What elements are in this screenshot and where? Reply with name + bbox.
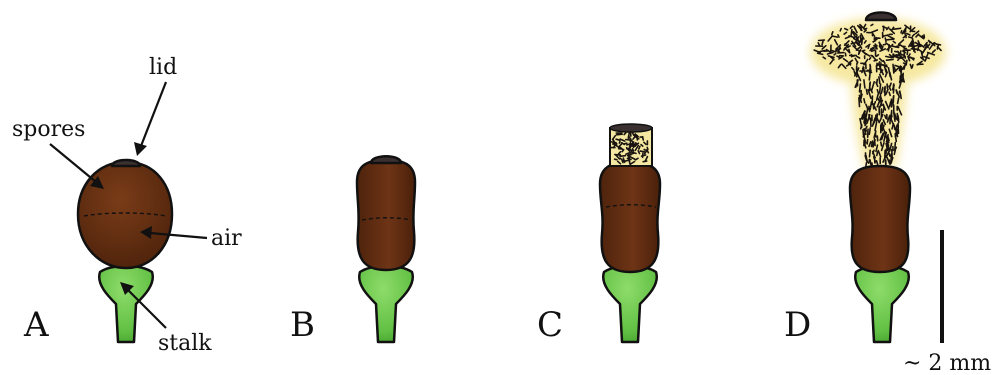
panel-letter-a: A bbox=[23, 305, 49, 345]
label-lid: lid bbox=[149, 55, 177, 80]
arrow-lid bbox=[141, 82, 166, 146]
lid-b bbox=[371, 156, 401, 163]
spore-plug-c bbox=[610, 124, 652, 166]
panel-d bbox=[810, 13, 946, 343]
lid-d bbox=[866, 13, 896, 21]
stalk-d bbox=[855, 266, 909, 342]
panel-a bbox=[78, 160, 172, 342]
label-spores: spores bbox=[12, 117, 85, 142]
panel-letter-c: C bbox=[537, 305, 563, 345]
panel-c bbox=[600, 124, 660, 342]
label-air: air bbox=[211, 226, 242, 251]
arrowhead-lid bbox=[134, 142, 147, 156]
panel-b bbox=[357, 156, 415, 342]
capsule-c bbox=[600, 162, 660, 272]
capsule-d bbox=[850, 166, 910, 272]
scale-bar-label: ~ 2 mm bbox=[903, 351, 991, 375]
arrow-spores bbox=[50, 144, 96, 182]
panel-letter-d: D bbox=[784, 305, 811, 345]
stalk-a bbox=[99, 266, 153, 342]
lid-a bbox=[112, 160, 140, 166]
capsule-b bbox=[357, 160, 415, 270]
stalk-b bbox=[359, 266, 413, 342]
label-stalk: stalk bbox=[158, 331, 212, 356]
panel-letter-b: B bbox=[290, 305, 315, 345]
stalk-c bbox=[603, 266, 657, 342]
scale-bar: ~ 2 mm bbox=[903, 230, 991, 375]
